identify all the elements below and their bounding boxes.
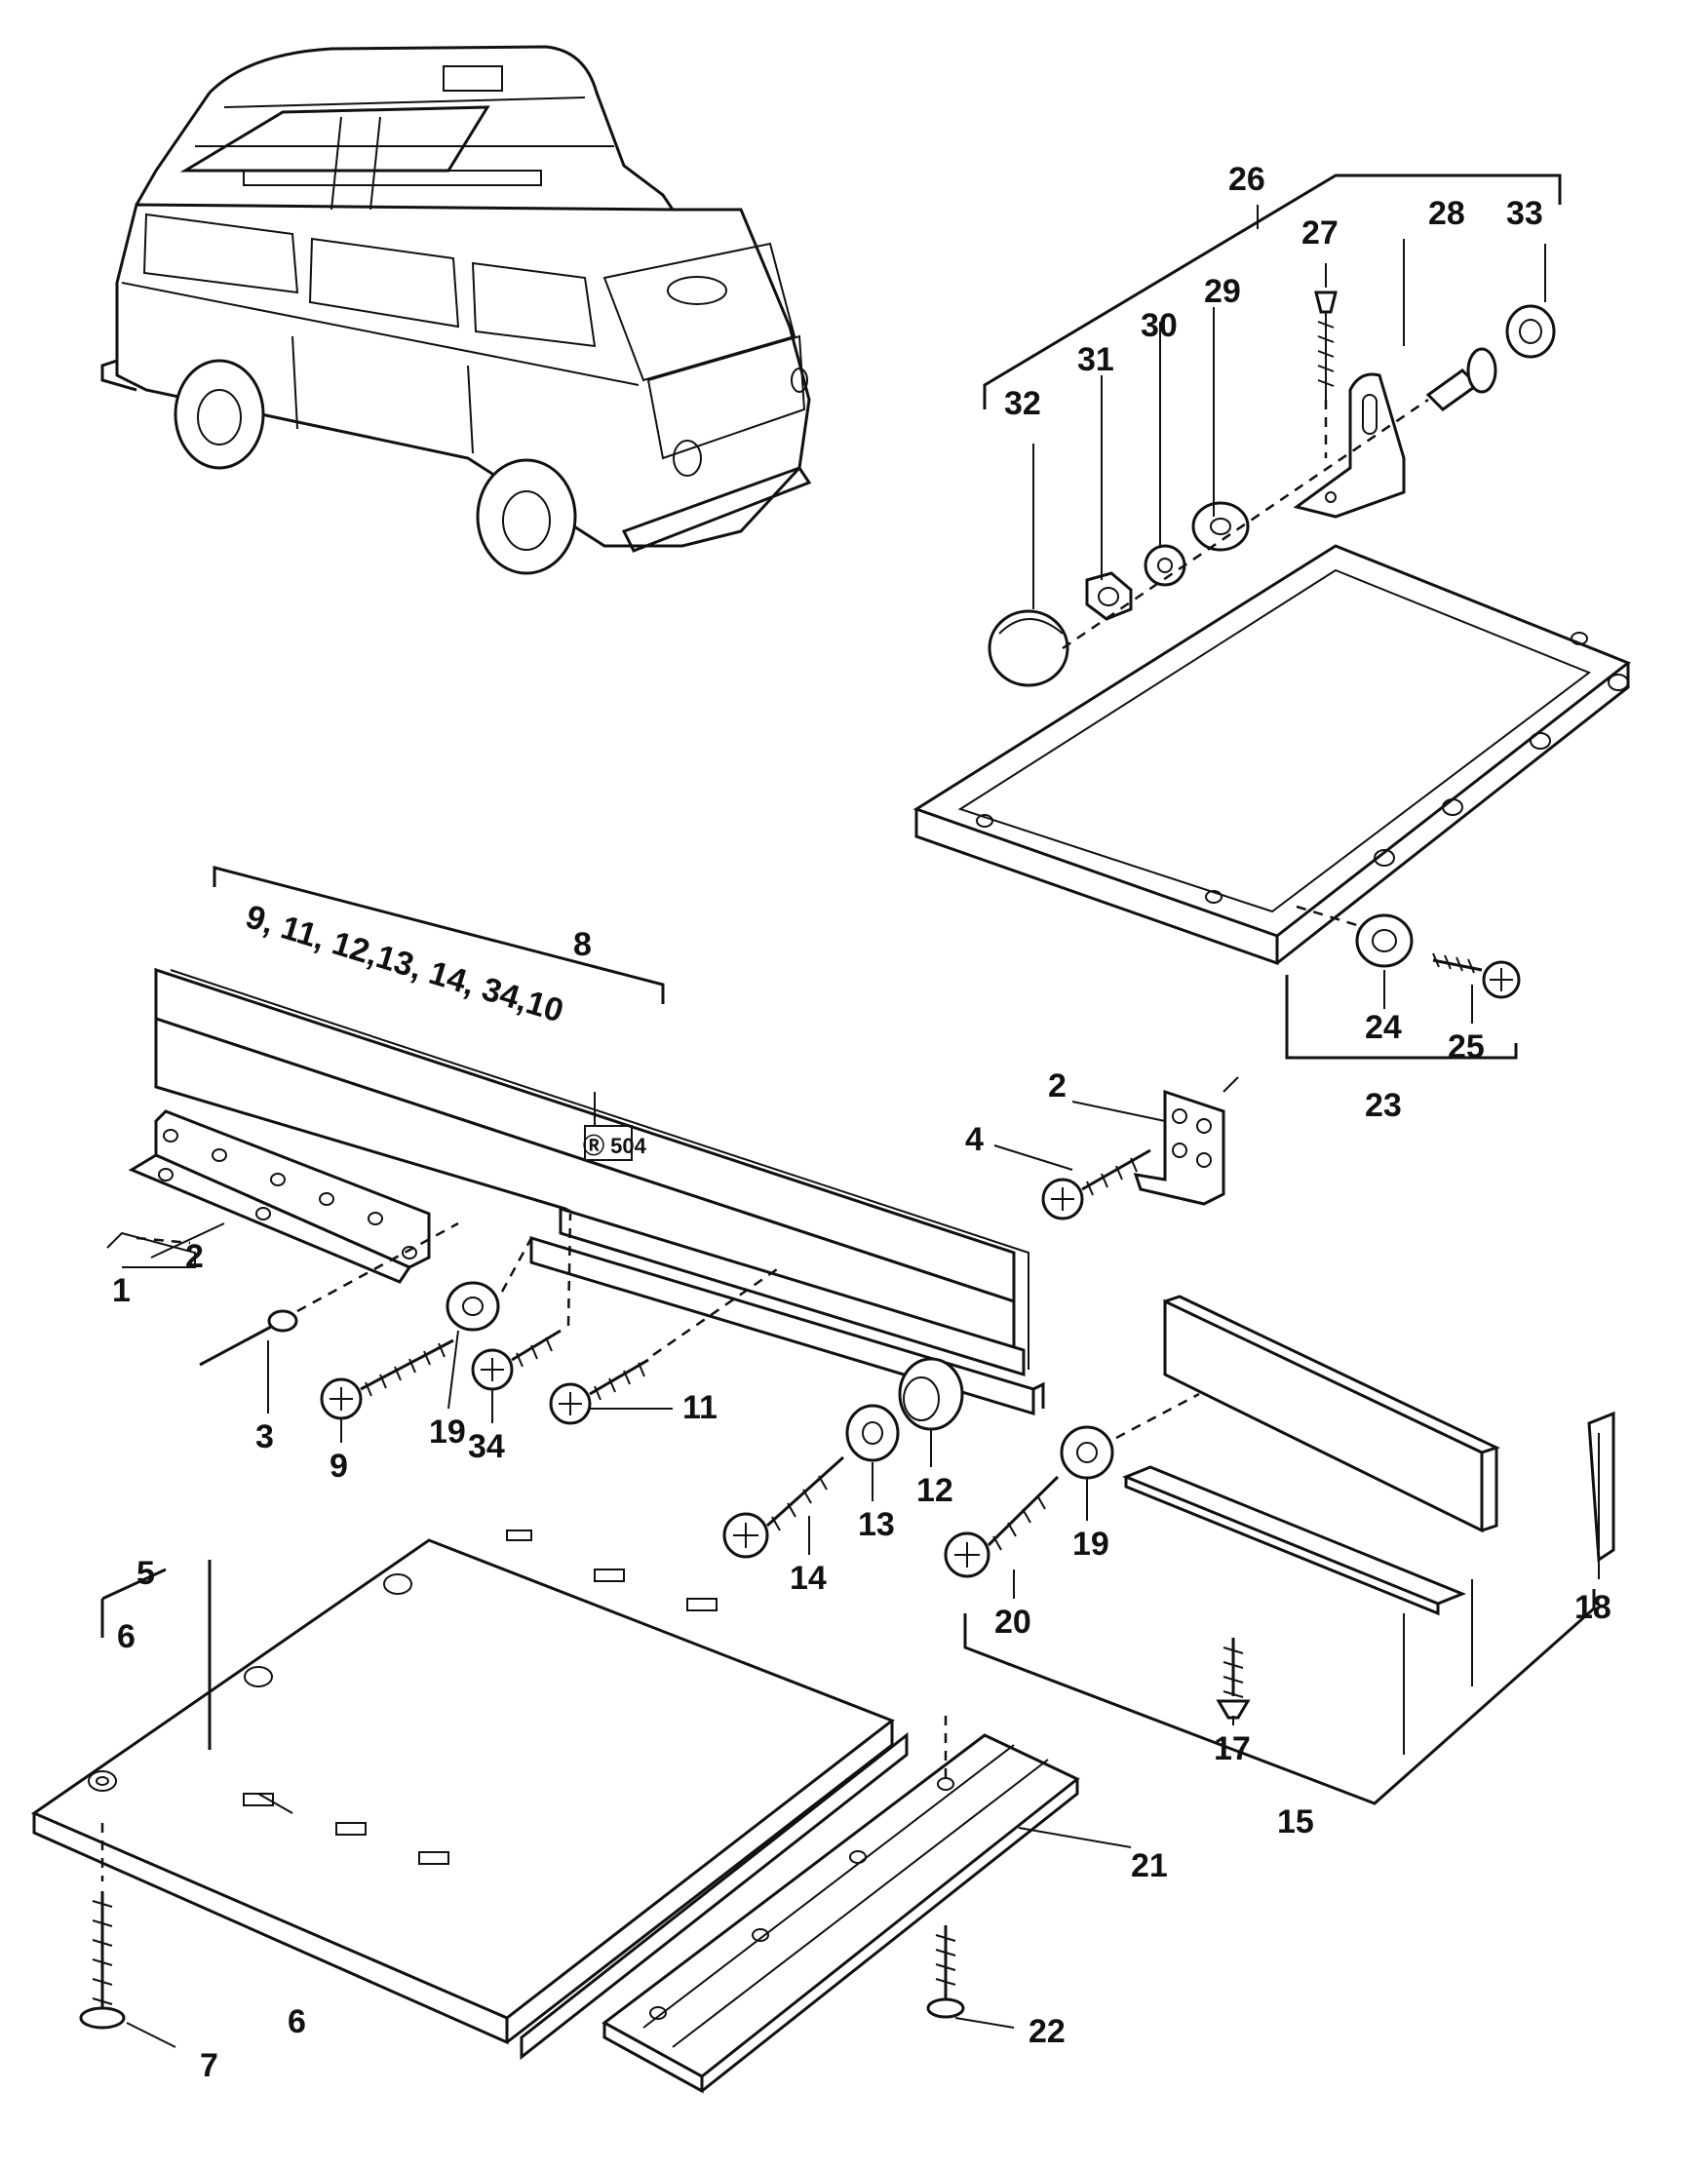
label-12: 12	[916, 1472, 953, 1509]
label-26: 26	[1228, 161, 1265, 198]
rail-21	[602, 1716, 1080, 2094]
label-27: 27	[1301, 214, 1339, 252]
label-30: 30	[1141, 307, 1178, 344]
panel-set-15	[944, 1295, 1615, 1805]
label-5: 5	[136, 1555, 155, 1592]
label-28: 28	[1428, 195, 1465, 232]
label-4: 4	[965, 1121, 984, 1158]
van-illustration	[100, 45, 812, 575]
part-number-labels: 26 27 28 33 29 30 31 32 24 25 23 2 4 8 9…	[112, 161, 1611, 2084]
rail-assembly-8	[106, 866, 1045, 1416]
hinge-assembly-26	[983, 174, 1562, 687]
leader-lines	[126, 205, 1600, 2048]
label-9: 9	[330, 1448, 348, 1485]
label-1: 1	[112, 1272, 131, 1309]
label-11: 11	[682, 1389, 718, 1426]
plate-marking: Ⓡ 504	[583, 1134, 647, 1158]
label-6-left: 6	[117, 1618, 136, 1655]
label-15: 15	[1277, 1803, 1314, 1840]
table-fasteners-24-25	[1285, 905, 1521, 1060]
label-21: 21	[1131, 1847, 1168, 1884]
table-top-part-23	[912, 544, 1631, 966]
label-19-left: 19	[429, 1414, 466, 1451]
label-29: 29	[1204, 273, 1241, 310]
label-13: 13	[858, 1506, 895, 1543]
label-31: 31	[1077, 341, 1114, 378]
rail-fasteners	[199, 1213, 964, 1559]
label-8: 8	[573, 926, 592, 963]
label-19-right: 19	[1072, 1526, 1109, 1563]
label-33: 33	[1506, 195, 1543, 232]
label-18: 18	[1574, 1589, 1611, 1626]
label-2-bracket: 2	[1048, 1067, 1067, 1104]
label-22: 22	[1029, 2013, 1066, 2050]
label-24: 24	[1365, 1009, 1402, 1046]
label-25: 25	[1448, 1028, 1485, 1065]
label-20: 20	[994, 1604, 1031, 1641]
label-7: 7	[200, 2047, 218, 2084]
label-6-bottom: 6	[288, 2003, 306, 2040]
label-34: 34	[468, 1428, 505, 1465]
label-3: 3	[255, 1418, 274, 1455]
base-plate-5	[30, 1530, 909, 2061]
label-14: 14	[790, 1560, 827, 1597]
label-32: 32	[1004, 385, 1041, 422]
label-17: 17	[1214, 1730, 1251, 1767]
label-2-left: 2	[185, 1238, 204, 1275]
label-23: 23	[1365, 1087, 1402, 1124]
angle-bracket-2	[1041, 1076, 1239, 1220]
